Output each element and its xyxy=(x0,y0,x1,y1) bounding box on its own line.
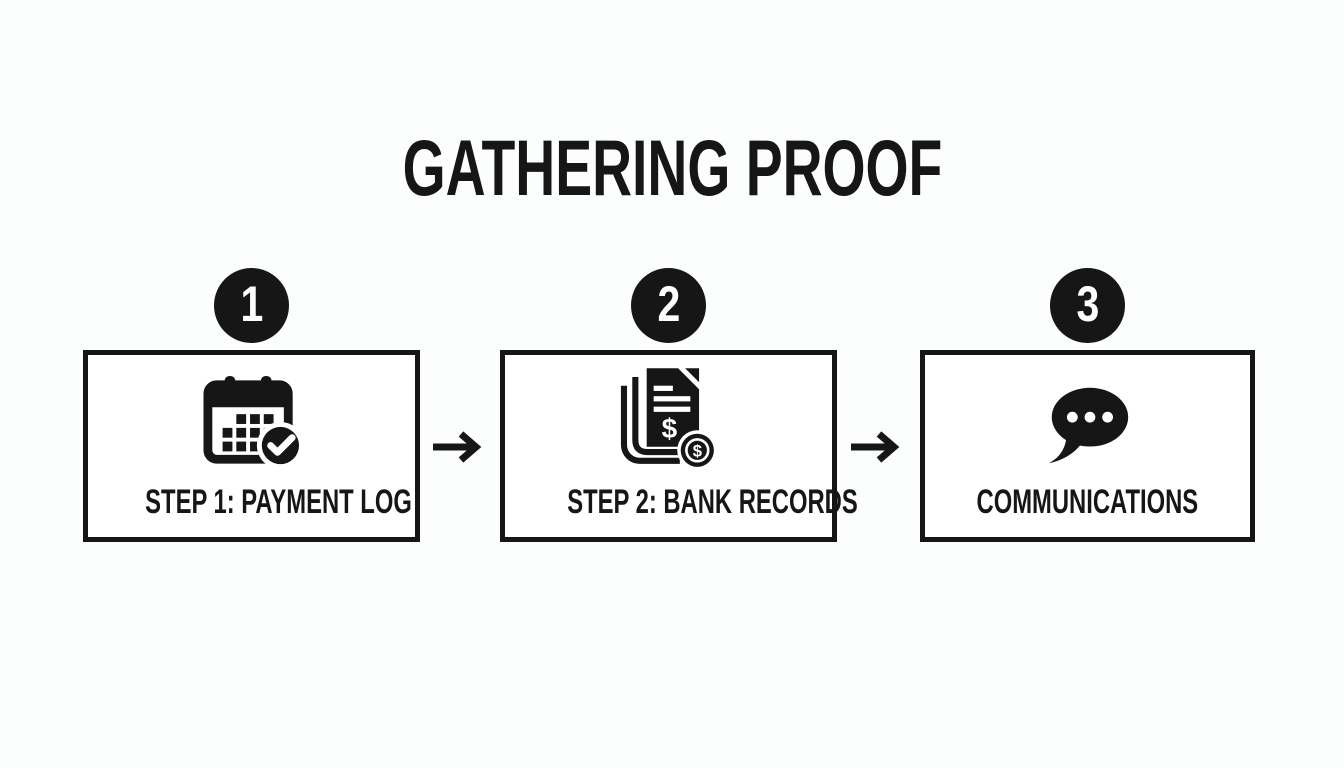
svg-text:$: $ xyxy=(693,441,702,460)
arrow-right-icon xyxy=(848,425,904,469)
step-label: COMMUNICATIONS xyxy=(976,483,1199,521)
step-number-badge: 2 xyxy=(631,268,706,343)
step-number: 2 xyxy=(657,275,680,332)
svg-text:$: $ xyxy=(662,413,678,444)
page-title: GATHERING PROOF xyxy=(0,122,1344,214)
step-label: STEP 1: PAYMENT LOG xyxy=(145,483,412,521)
step-communications: 3 COMMUNICATIONS xyxy=(920,268,1255,542)
step-number: 3 xyxy=(1076,275,1099,332)
step-box: COMMUNICATIONS xyxy=(920,350,1255,542)
step-box: $ $ STEP 2: BANK RECORDS xyxy=(500,350,858,542)
speech-bubble-icon xyxy=(925,383,1250,467)
document-dollar-icon: $ $ xyxy=(505,363,832,473)
step-label: STEP 2: BANK RECORDS xyxy=(567,483,858,521)
calendar-check-icon xyxy=(88,373,415,471)
step-number-badge: 1 xyxy=(214,268,289,343)
arrow-right-icon xyxy=(430,425,486,469)
page-title-text: GATHERING PROOF xyxy=(402,123,942,212)
step-bank-records: 2 $ $ STEP 2: xyxy=(500,268,858,542)
step-number: 1 xyxy=(240,275,263,332)
step-box: STEP 1: PAYMENT LOG xyxy=(83,350,420,542)
step-number-badge: 3 xyxy=(1050,268,1125,343)
step-payment-log: 1 xyxy=(83,268,420,542)
